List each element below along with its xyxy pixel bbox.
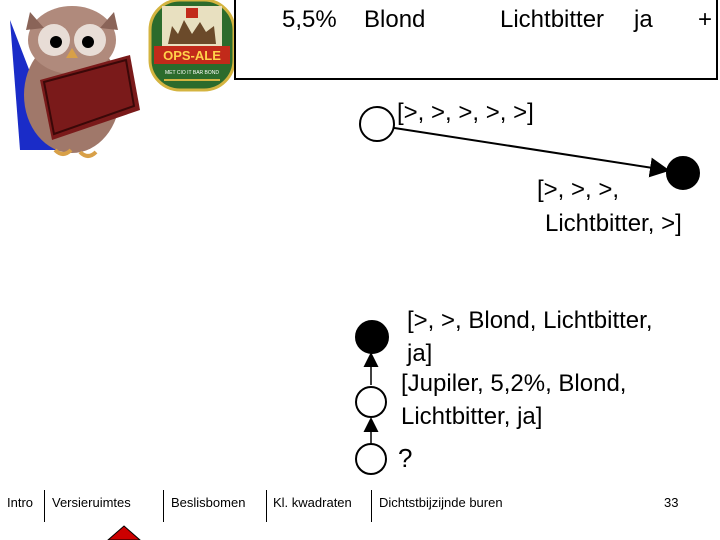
nav-separator	[44, 490, 45, 522]
node-mid-label-line1: [>, >, Blond, Lichtbitter,	[407, 307, 652, 335]
node-low-label-line2: Lichtbitter, ja]	[401, 403, 542, 431]
nav-separator	[371, 490, 372, 522]
nav-beslisbomen[interactable]: Beslisbomen	[171, 495, 245, 510]
current-section-marker-icon	[106, 524, 142, 540]
node-top-label: [>, >, >, >, >]	[397, 99, 534, 127]
hypothesis-node-right	[666, 156, 700, 190]
nav-intro[interactable]: Intro	[7, 495, 33, 510]
nav-separator	[163, 490, 164, 522]
node-low-label-line1: [Jupiler, 5,2%, Blond,	[401, 370, 626, 398]
node-right-label-line2: Lichtbitter, >]	[545, 210, 682, 238]
arrow-to-right-node	[388, 127, 666, 170]
nav-versieruimtes[interactable]: Versieruimtes	[52, 495, 131, 510]
query-node	[355, 443, 387, 475]
hypothesis-node-low	[355, 386, 387, 418]
query-label: ?	[398, 444, 412, 472]
nav-kl-kwadraten[interactable]: Kl. kwadraten	[273, 495, 352, 510]
nav-separator	[266, 490, 267, 522]
page-number: 33	[664, 495, 678, 510]
node-right-label-line1: [>, >, >,	[537, 176, 619, 204]
hypothesis-node-mid	[355, 320, 389, 354]
node-mid-label-line2: ja]	[407, 340, 432, 368]
nav-dichtstbijzijnde-buren[interactable]: Dichtstbijzijnde buren	[379, 495, 503, 510]
hypothesis-node-top	[359, 106, 395, 142]
